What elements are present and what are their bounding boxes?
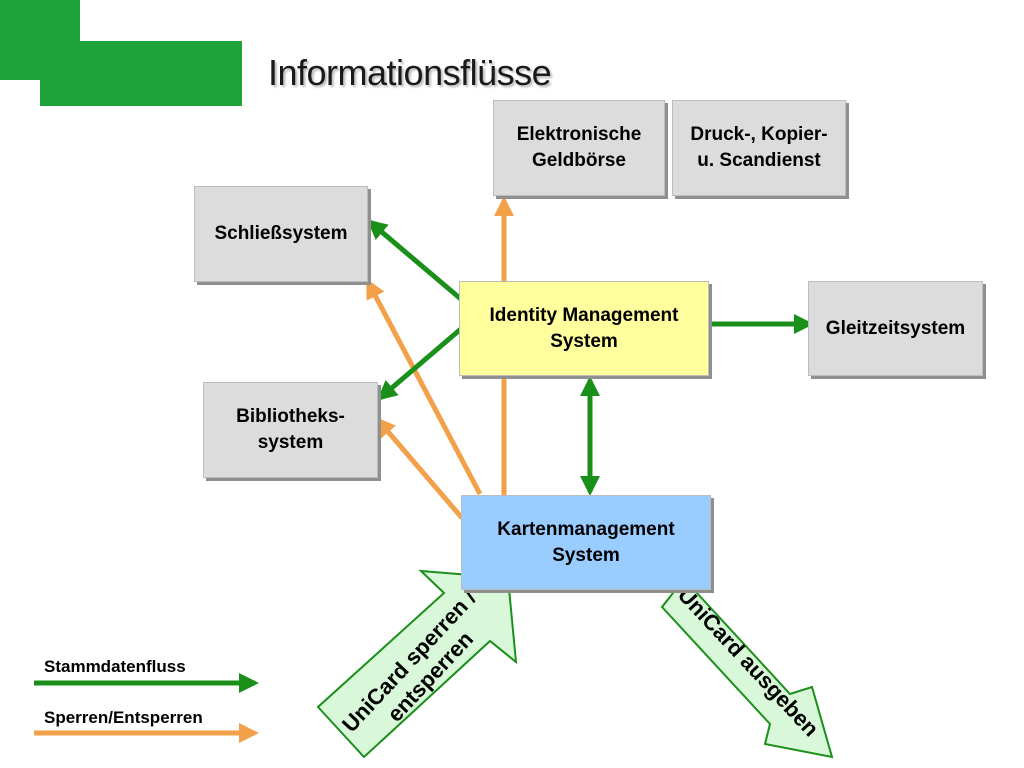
big-arrow-ausgeben: UniCard ausgeben	[660, 577, 834, 759]
node-druck-kopier: Druck-, Kopier- u. Scandienst	[672, 100, 846, 196]
node-kartenmanagement-label: Kartenmanagement System	[497, 518, 675, 566]
legend-sperren-label: Sperren/Entsperren	[44, 708, 203, 727]
page-title: Informationsflüsse	[268, 52, 552, 93]
orange-arrow-to-schliesssystem	[365, 278, 483, 496]
logo-block-bottom	[40, 41, 242, 106]
node-identity-management-label: Identity Management System	[489, 304, 679, 352]
node-elektronische-geldboerse: Elektronische Geldbörse	[493, 100, 665, 196]
node-gleitzeitsystem-label: Gleitzeitsystem	[825, 317, 966, 339]
node-schliesssystem-label: Schließsystem	[214, 223, 348, 244]
node-gleitzeitsystem: Gleitzeitsystem	[808, 281, 983, 376]
node-elektronische-geldboerse-label: Elektronische Geldbörse	[516, 124, 642, 171]
node-kartenmanagement: Kartenmanagement System	[461, 495, 711, 590]
legend-stammdatenfluss-label: Stammdatenfluss	[44, 657, 186, 676]
green-arrow-to-bibliothek	[376, 326, 464, 401]
orange-arrow-to-bibliothek	[375, 416, 464, 520]
green-arrow-to-schliesssystem	[366, 219, 464, 302]
node-bibliothekssystem: Bibliotheks- system	[203, 382, 378, 478]
node-schliesssystem: Schließsystem	[194, 186, 368, 282]
node-druck-kopier-label: Druck-, Kopier- u. Scandienst	[690, 124, 828, 171]
big-arrow-sperren: UniCard sperren / entsperren	[316, 569, 518, 759]
big-arrow-ausgeben-label: UniCard ausgeben	[673, 582, 824, 741]
node-bibliothekssystem-label: Bibliotheks- system	[236, 406, 345, 453]
node-identity-management: Identity Management System	[459, 281, 709, 376]
